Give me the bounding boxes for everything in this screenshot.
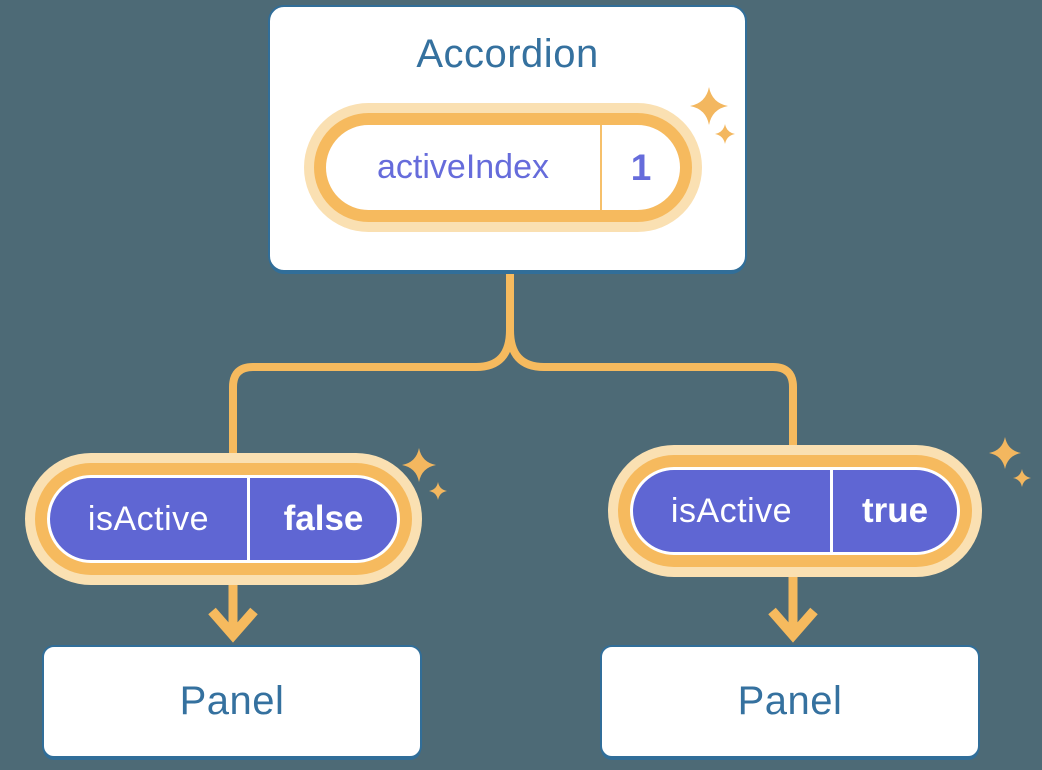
connector-branch-left	[229, 272, 514, 456]
prop-value-label: true	[861, 491, 929, 530]
sparkle-icon	[1013, 469, 1031, 487]
pill-divider	[830, 470, 833, 552]
prop-value-label: false	[283, 499, 364, 538]
pill-divider	[247, 478, 250, 560]
panel-label: Panel	[737, 679, 843, 723]
state-value-label: 1	[630, 146, 652, 188]
prop-pill-is-active-false: isActive false	[47, 475, 400, 563]
accordion-title: Accordion	[416, 32, 599, 76]
prop-name-cell: isActive	[633, 470, 830, 552]
state-value-cell: 1	[602, 125, 680, 210]
panel-component-card-left: Panel	[42, 645, 422, 758]
state-pill-active-index: activeIndex 1	[314, 113, 692, 222]
state-name-cell: activeIndex	[326, 125, 600, 210]
prop-name-label: isActive	[87, 499, 210, 538]
prop-name-cell: isActive	[50, 478, 247, 560]
state-name-label: activeIndex	[377, 148, 549, 186]
connector-branch-right	[506, 272, 797, 450]
arrow-down-left-head-icon	[208, 607, 258, 643]
prop-pill-is-active-true: isActive true	[630, 467, 960, 555]
panel-component-card-right: Panel	[600, 645, 980, 758]
prop-name-label: isActive	[670, 491, 793, 530]
sparkle-icon	[429, 482, 447, 500]
sparkle-icon	[402, 448, 436, 482]
panel-label: Panel	[179, 679, 285, 723]
arrow-down-right-head-icon	[768, 607, 818, 643]
prop-value-cell: true	[833, 470, 957, 552]
pill-divider	[600, 125, 602, 210]
prop-value-cell: false	[250, 478, 397, 560]
sparkle-icon	[989, 437, 1021, 469]
